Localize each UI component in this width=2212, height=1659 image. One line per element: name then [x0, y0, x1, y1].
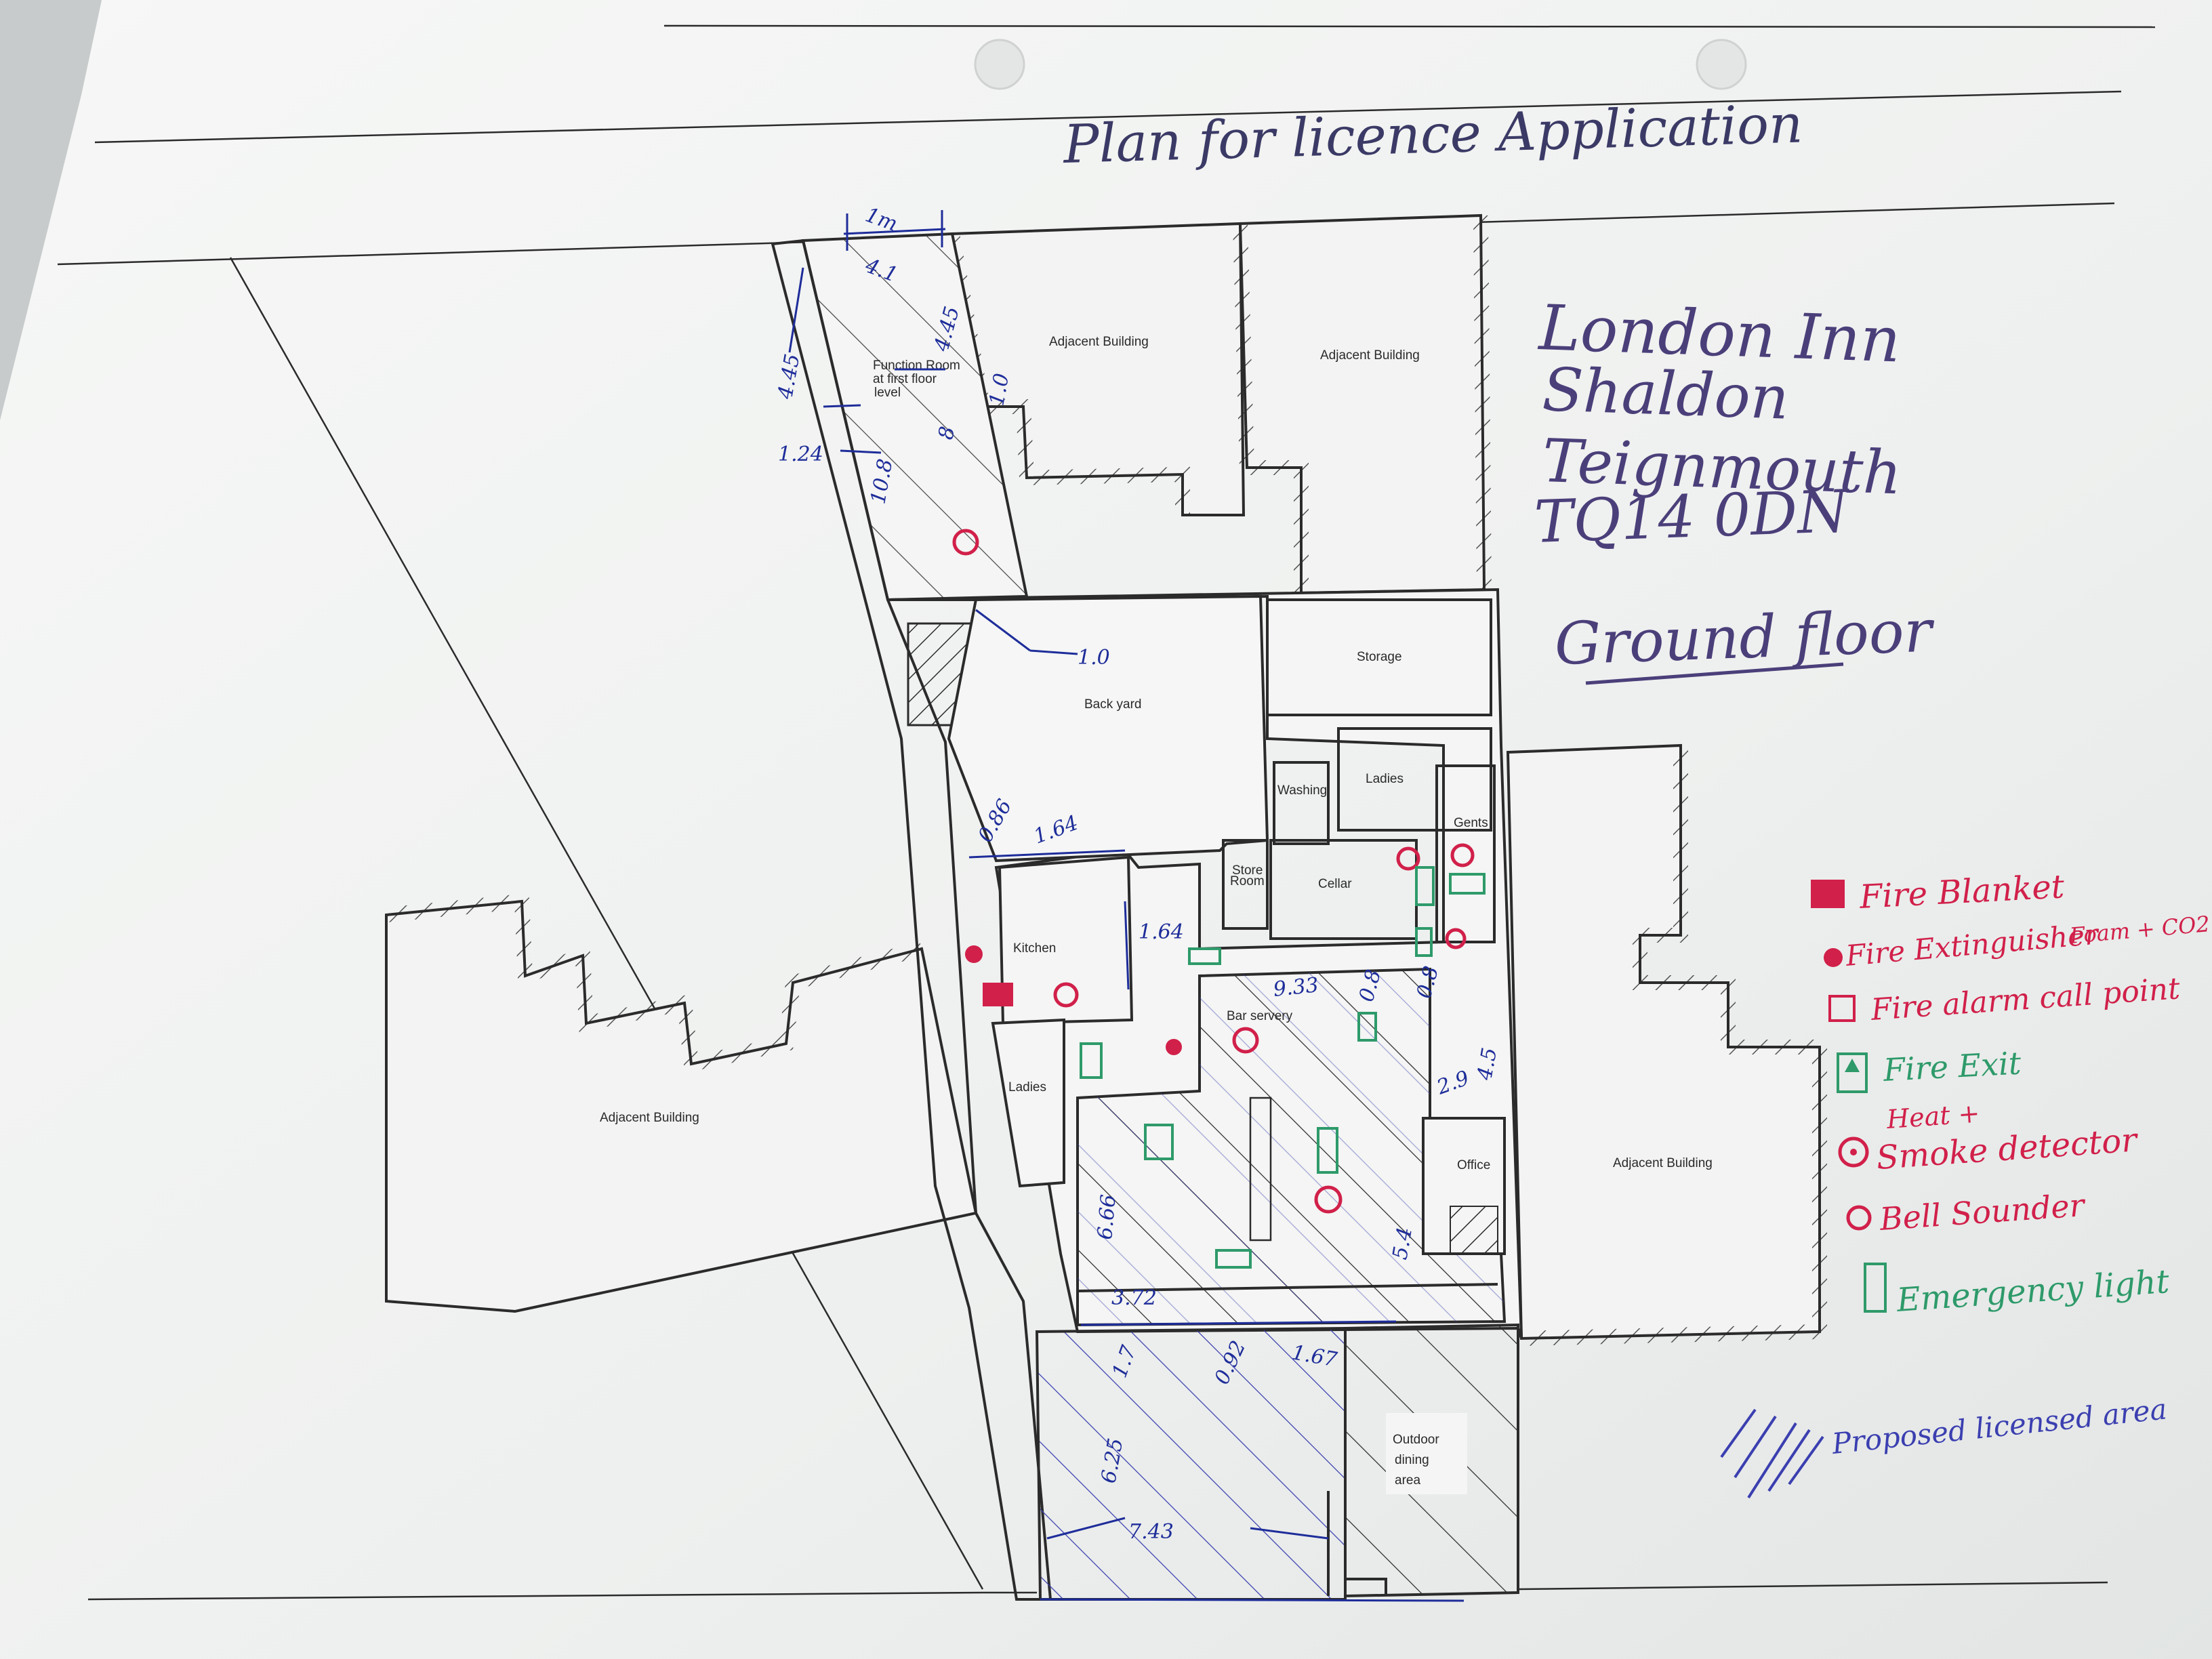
- legend-fire-exit-swatch: [1837, 1052, 1868, 1093]
- legend-bell-sounder-swatch: [1846, 1205, 1872, 1231]
- adjacent-building-top-left-label: Adjacent Building: [1049, 335, 1149, 349]
- store-room-label-2: Room: [1230, 874, 1265, 888]
- address-line-1: London Inn: [1536, 291, 1902, 377]
- office-label: Office: [1457, 1158, 1490, 1172]
- paper-edge-shadow: [0, 0, 102, 420]
- emergency-light-symbol: [1415, 866, 1435, 906]
- floor-underline: [1585, 662, 1844, 685]
- emergency-light-symbol: [1080, 1042, 1103, 1079]
- cellar-label: Cellar: [1318, 877, 1352, 891]
- washing-label: Washing: [1277, 783, 1327, 798]
- legend-heat-smoke-dot-icon: [1850, 1149, 1857, 1155]
- emergency-light-symbol: [1188, 947, 1221, 965]
- dim-5-4: 5.4: [1388, 1225, 1417, 1261]
- dim-1-24: 1.24: [778, 443, 823, 466]
- floor-label: Ground floor: [1553, 597, 1936, 678]
- address-line-3: Teignmouth: [1541, 426, 1903, 508]
- adjacent-building-left-label: Adjacent Building: [600, 1111, 699, 1125]
- outdoor-label-2: dining: [1395, 1453, 1429, 1467]
- address-line-4: TQ14 0DN: [1533, 478, 1851, 556]
- ladies-lower-label: Ladies: [1008, 1080, 1046, 1094]
- emergency-light-symbol: [1215, 1249, 1252, 1269]
- dim-7-43: 7.43: [1128, 1520, 1174, 1544]
- binder-hole-right: [1696, 39, 1747, 90]
- legend-licensed-area-swatch: [1720, 1408, 1824, 1499]
- dim-1-0-top: 1.0: [985, 371, 1014, 407]
- back-yard-label: Back yard: [1084, 697, 1141, 712]
- emergency-light-symbol: [1415, 927, 1433, 957]
- fire-blanket-symbol: [983, 983, 1013, 1006]
- smoke-detector-symbol: [1314, 1185, 1343, 1214]
- legend-heat-smoke-swatch: [1838, 1136, 1869, 1168]
- dim-1-64-passage: 1.64: [1139, 920, 1184, 944]
- address-line-2: Shaldon: [1541, 354, 1790, 433]
- legend-fire-exit-label: Fire Exit: [1882, 1044, 2022, 1088]
- smoke-detector-symbol: [1232, 1027, 1259, 1054]
- legend-fire-blanket-swatch: [1811, 880, 1845, 908]
- fire-extinguisher-symbol: [1166, 1039, 1182, 1055]
- fire-exit-symbol: [1144, 1124, 1174, 1160]
- function-room-label-3: level: [874, 386, 901, 400]
- bell-sounder-symbol: [1445, 928, 1467, 949]
- dim-9-33: 9.33: [1272, 973, 1319, 1002]
- adjacent-building-right-label: Adjacent Building: [1613, 1156, 1713, 1170]
- plan-safety-symbols: [952, 529, 1486, 1269]
- emergency-light-symbol: [1317, 1127, 1338, 1174]
- outdoor-licensed-area: Outdoor dining area: [1035, 1323, 1519, 1602]
- legend-fire-exit-arrow-icon: [1845, 1059, 1860, 1072]
- right-adjacent-building: Adjacent Building: [1506, 743, 1827, 1346]
- address-block: London Inn Shaldon Teignmouth TQ14 0DN G…: [1533, 291, 1936, 685]
- smoke-detector-symbol: [1450, 843, 1475, 867]
- bell-sounder-symbol: [952, 529, 979, 556]
- dim-6-66: 6.66: [1093, 1193, 1121, 1241]
- legend-heat-smoke-label-1: Heat +: [1885, 1098, 1981, 1134]
- legend-emergency-light-swatch: [1864, 1263, 1887, 1313]
- outdoor-label-1: Outdoor: [1393, 1433, 1439, 1447]
- emergency-light-symbol: [1449, 873, 1486, 895]
- bar-servery-label: Bar servery: [1227, 1009, 1293, 1023]
- kitchen-label: Kitchen: [1013, 941, 1056, 956]
- adjacent-building-top-right-label: Adjacent Building: [1320, 348, 1420, 363]
- gents-label: Gents: [1454, 816, 1488, 830]
- smoke-detector-symbol: [1053, 982, 1079, 1008]
- storage-label: Storage: [1357, 650, 1402, 664]
- binder-hole-left: [974, 39, 1025, 90]
- fire-extinguisher-symbol: [965, 945, 983, 963]
- left-adjacent-building: Adjacent Building: [385, 893, 978, 1313]
- emergency-light-symbol: [1357, 1012, 1377, 1042]
- function-room-label-1: Function Room: [873, 359, 960, 373]
- outdoor-label-3: area: [1395, 1473, 1420, 1488]
- dim-1-0-stairs: 1.0: [1078, 646, 1110, 670]
- store-room-label-1: Store: [1232, 863, 1263, 878]
- smoke-detector-symbol: [1396, 846, 1420, 871]
- legend-fire-extinguisher-swatch: [1824, 948, 1843, 967]
- ladies-upper-label: Ladies: [1366, 772, 1404, 786]
- legend-call-point-swatch: [1828, 995, 1856, 1022]
- dim-4-5: 4.5: [1473, 1046, 1502, 1082]
- office-stairs: [1450, 1206, 1498, 1254]
- frame-lines: [87, 257, 2108, 1601]
- function-room-label-2: at first floor: [873, 372, 937, 386]
- dim-3-72: 3.72: [1111, 1286, 1157, 1310]
